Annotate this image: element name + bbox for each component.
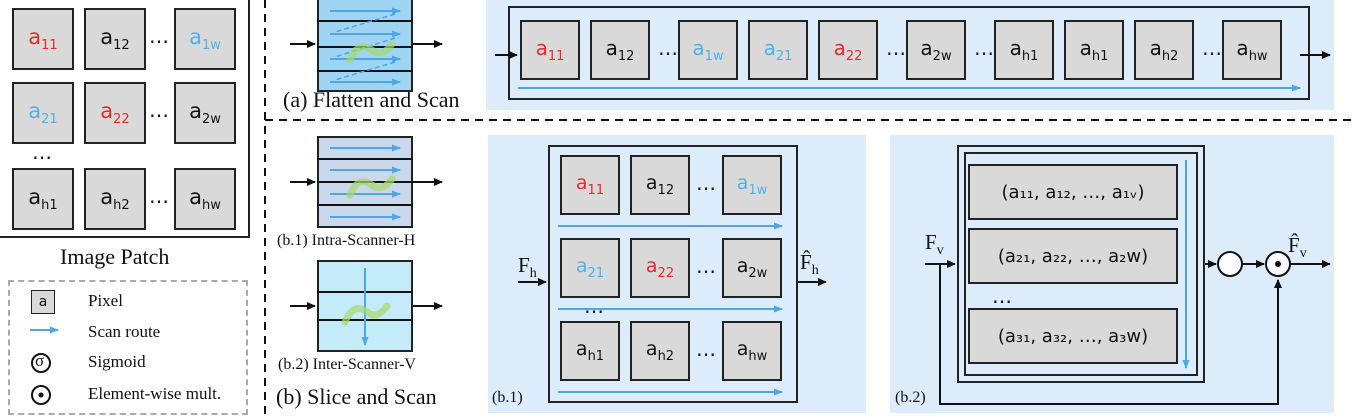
inter-scanner-lines: [317, 268, 413, 346]
b2-inner-frame: [964, 152, 1198, 376]
flatten-ellipsis: …: [658, 36, 678, 60]
patch-cell-1-1: a22: [84, 82, 146, 144]
patch-cell-0-2: a1w: [174, 8, 236, 70]
b1-col-ellipsis: …: [584, 294, 604, 318]
flatten-cell: ah2: [1134, 20, 1194, 80]
patch-row-ellipsis: …: [149, 24, 169, 48]
b1-cell-1-0: a21: [560, 238, 620, 298]
legend-scan-route-label: Scan route: [88, 322, 161, 341]
b2-output-label: F̂v: [1288, 233, 1307, 262]
patch-row-ellipsis: …: [149, 184, 169, 208]
flatten-cell: a21: [748, 20, 808, 80]
b1-cell-1-1: a22: [630, 238, 690, 298]
slice-caption: (b) Slice and Scan: [276, 384, 437, 409]
b1-row-ellipsis: …: [696, 337, 716, 361]
b1-cell-2-1: ah2: [630, 321, 690, 381]
flatten-ellipsis: …: [974, 36, 994, 60]
b2-sigmoid-op: [1217, 251, 1243, 277]
flatten-cell: a1w: [678, 20, 738, 80]
b1-cell-0-0: a11: [560, 155, 620, 215]
b1-cell-0-1: a12: [630, 155, 690, 215]
b2-row: (a₃₁, a₃₂, …, a₃w): [968, 308, 1178, 364]
b1-cell-1-2: a2w: [722, 238, 782, 298]
patch-cell-2-0: ah1: [12, 168, 74, 230]
patch-cell-0-1: a12: [84, 8, 146, 70]
b1-cell-2-0: ah1: [560, 321, 620, 381]
legend-mult-icon: [31, 385, 51, 405]
b2-tag: (b.2): [895, 389, 926, 406]
legend-sigmoid-label: Sigmoid: [88, 352, 146, 371]
b1-row-ellipsis: …: [696, 254, 716, 278]
legend-pixel-label: Pixel: [88, 291, 123, 310]
b2-input-label: Fv: [925, 230, 944, 259]
legend-mult-label: Element-wise mult.: [88, 384, 222, 403]
flatten-cell: a22: [818, 20, 878, 80]
flatten-cell: ah1: [994, 20, 1054, 80]
legend-sigmoid-icon: [31, 353, 51, 373]
flatten-cell: ahw: [1222, 20, 1282, 80]
patch-cell-2-1: ah2: [84, 168, 146, 230]
flatten-cell: a11: [520, 20, 580, 80]
patch-cell-2-2: ahw: [174, 168, 236, 230]
legend-sigmoid-symbol: σ: [35, 351, 45, 370]
image-patch-title: Image Patch: [60, 244, 170, 269]
image-patch-frame: [0, 0, 250, 238]
b1-row-ellipsis: …: [696, 171, 716, 195]
flatten-cell: a2w: [906, 20, 966, 80]
b1-output-label: F̂h: [800, 250, 819, 279]
b2-outer-frame: [957, 145, 1205, 383]
flatten-scanner-lines: [317, 7, 413, 86]
flatten-cell: a12: [590, 20, 650, 80]
patch-cell-1-0: a21: [12, 82, 74, 144]
b1-input-label: Fh: [518, 253, 537, 282]
patch-cell-1-2: a2w: [174, 82, 236, 144]
b2-row-ellipsis: …: [992, 284, 1012, 308]
flatten-ellipsis: …: [1202, 36, 1222, 60]
b1-frame: [548, 145, 798, 403]
b2-row: (a₂₁, a₂₂, …, a₂w): [968, 228, 1178, 284]
b1-cell-0-2: a1w: [722, 155, 782, 215]
legend-pixel-symbol: a: [31, 290, 55, 314]
legend-box: [8, 280, 248, 415]
b1-cell-2-2: ahw: [722, 321, 782, 381]
b1-tag: (b.1): [492, 389, 523, 406]
b2-row: (a₁₁, a₁₂, …, a₁ᵥ): [968, 164, 1178, 220]
flatten-cell: ah1: [1064, 20, 1124, 80]
patch-cell-0-0: a11: [12, 8, 74, 70]
patch-row-ellipsis: …: [149, 98, 169, 122]
flatten-ellipsis: …: [886, 36, 906, 60]
intra-scanner-lines: [317, 144, 413, 221]
intra-scanner-caption: (b.1) Intra-Scanner-H: [277, 232, 416, 249]
patch-col-ellipsis: …: [32, 140, 52, 164]
inter-scanner-caption: (b.2) Inter-Scanner-V: [278, 356, 416, 373]
